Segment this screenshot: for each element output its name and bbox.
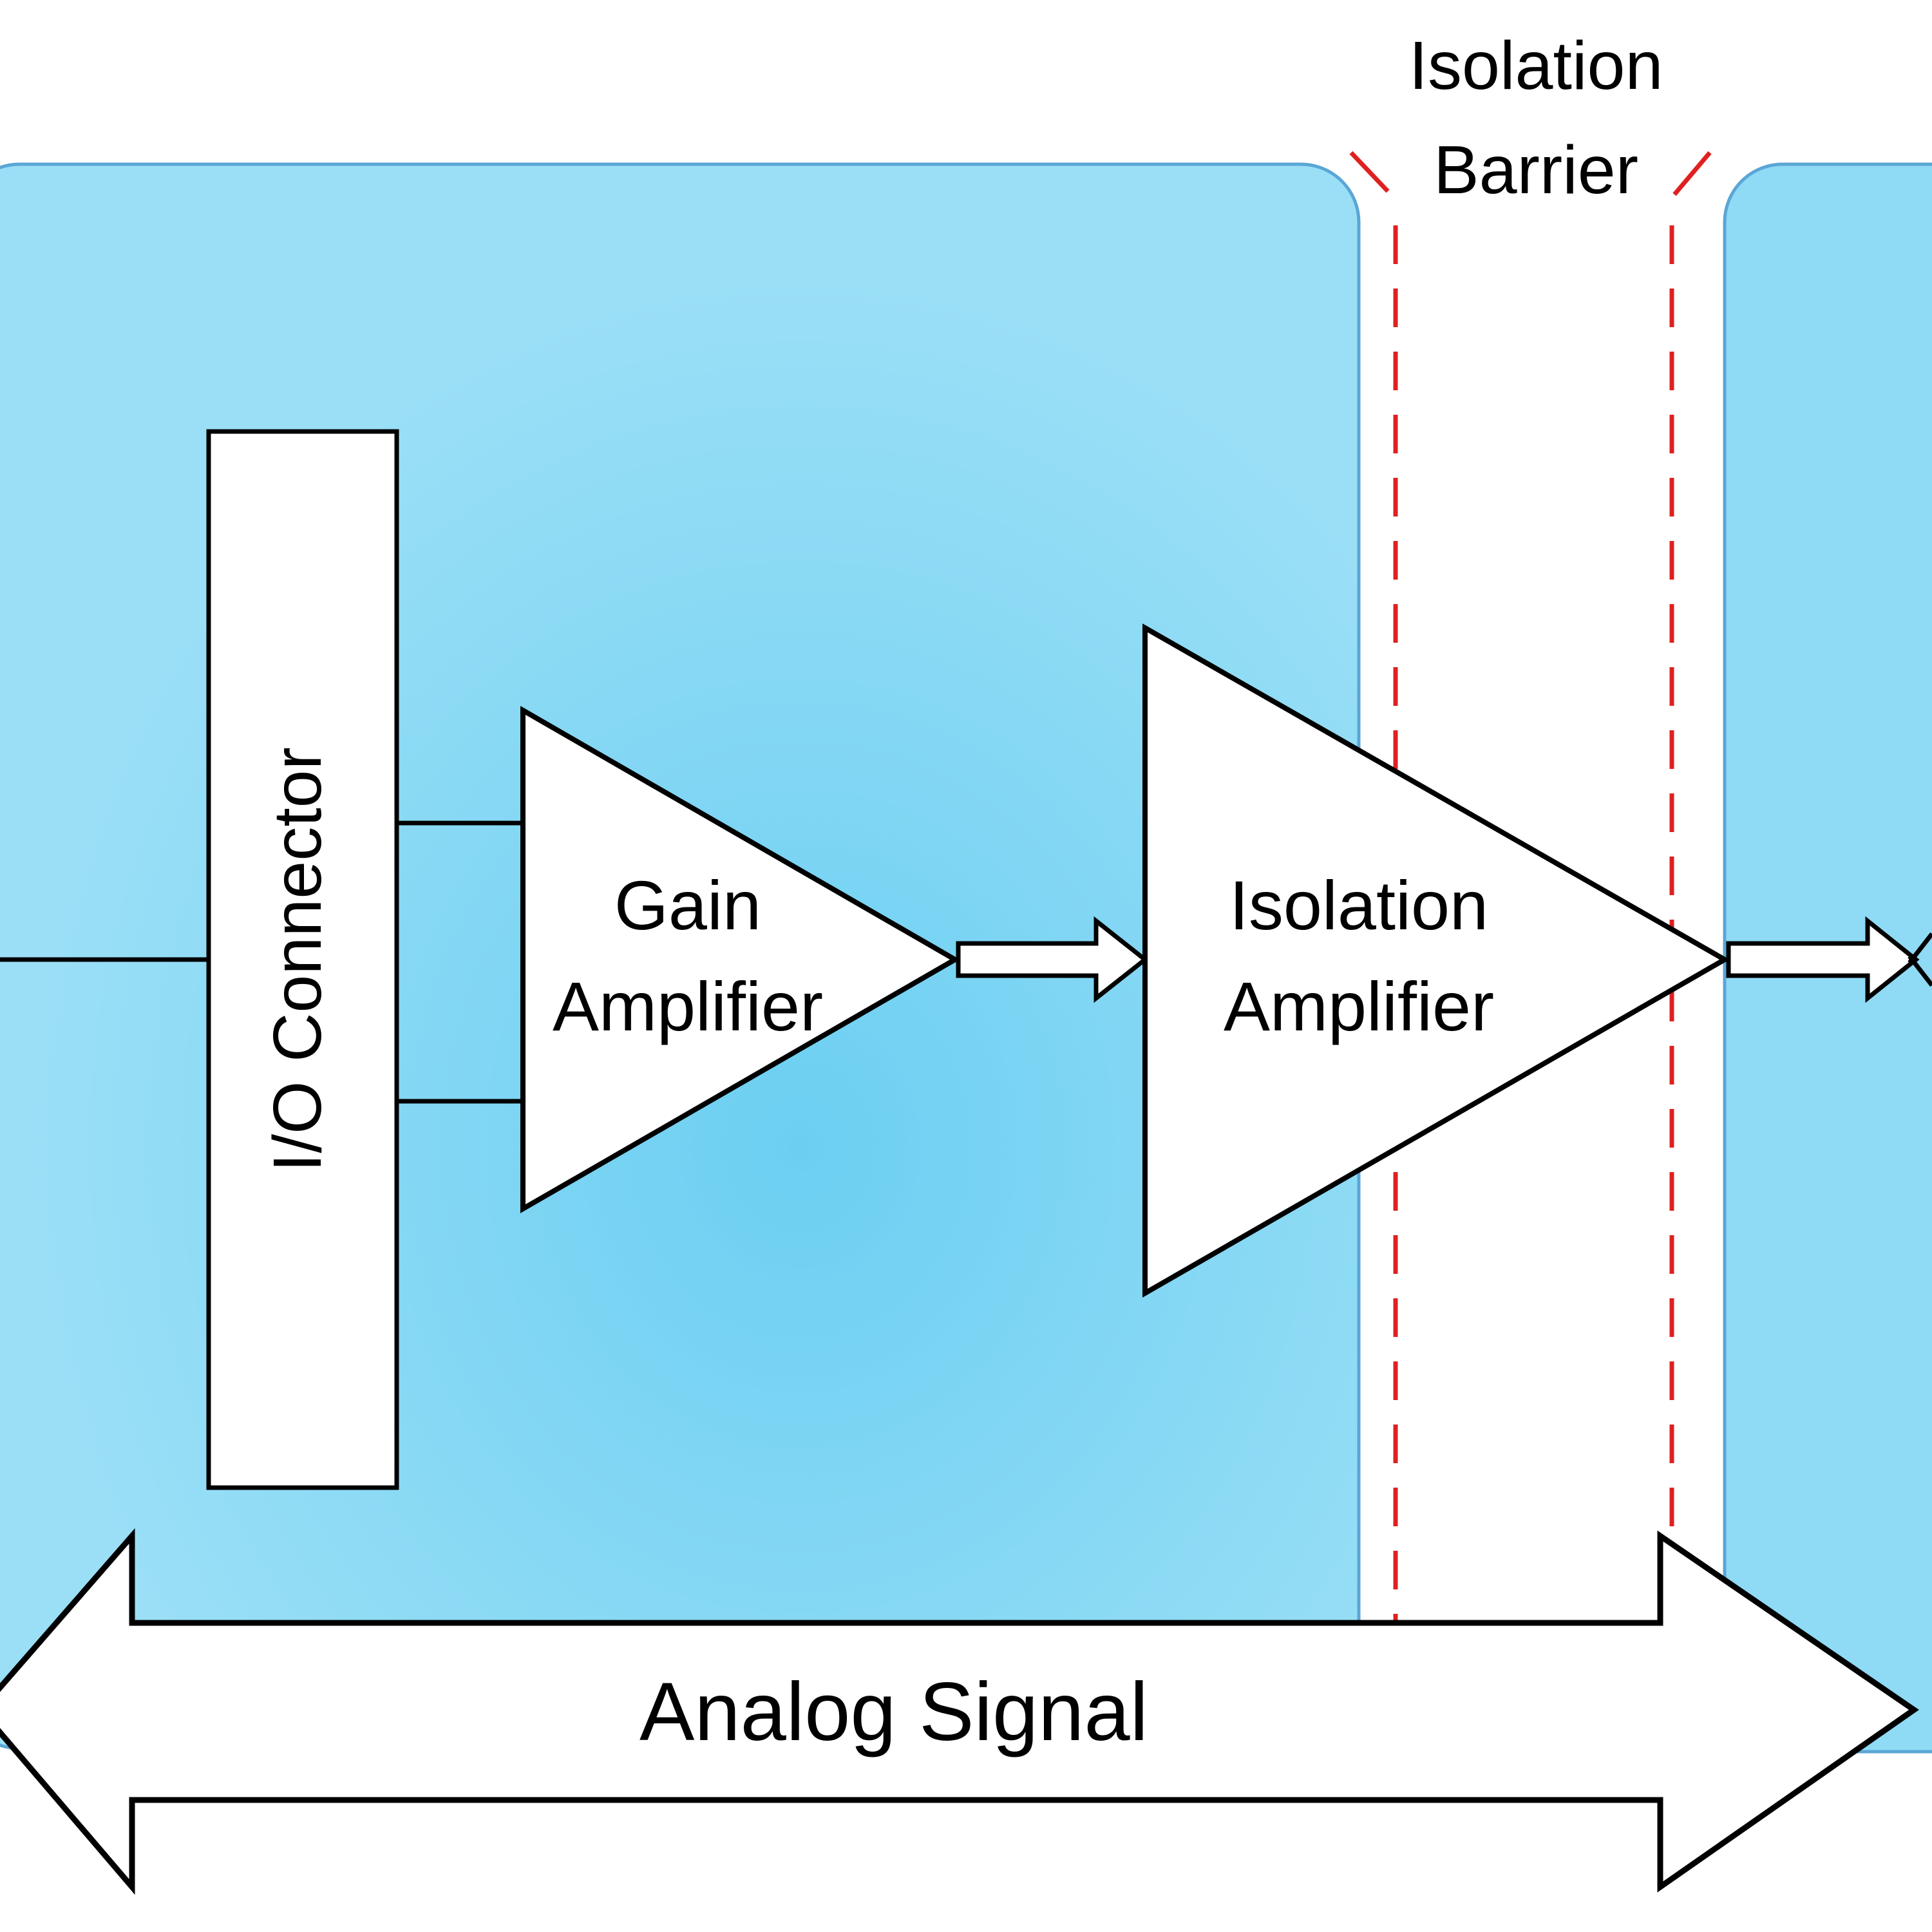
- gain-amplifier-label-line1: Gain: [614, 866, 761, 944]
- io-connector-block: [206, 429, 399, 1490]
- arrow-isolation-output: [1726, 916, 1920, 1003]
- isolation-amplifier-triangle: [1142, 623, 1730, 1298]
- isolation-barrier-label-line2: Barrier: [1434, 132, 1638, 208]
- io-connector-label: I/O Connector: [260, 747, 336, 1172]
- gain-amplifier-label-line2: Amplifier: [553, 967, 823, 1045]
- analog-signal-label: Analog Signal: [639, 1666, 1148, 1758]
- gain-amplifier-triangle: [520, 706, 961, 1213]
- isolation-barrier-label-line1: Isolation: [1409, 28, 1663, 104]
- isolation-barrier-left-tick: [1349, 151, 1390, 193]
- isolation-amplifier-label-line1: Isolation: [1229, 866, 1488, 944]
- analog-signal-arrow: [0, 1528, 1919, 1895]
- isolation-amplifier-label-line2: Amplifier: [1224, 967, 1494, 1045]
- arrow-gain-to-isolation: [956, 916, 1149, 1003]
- isolation-barrier-right-tick: [1672, 151, 1712, 196]
- right-edge-partial-line-b: [1908, 954, 1932, 987]
